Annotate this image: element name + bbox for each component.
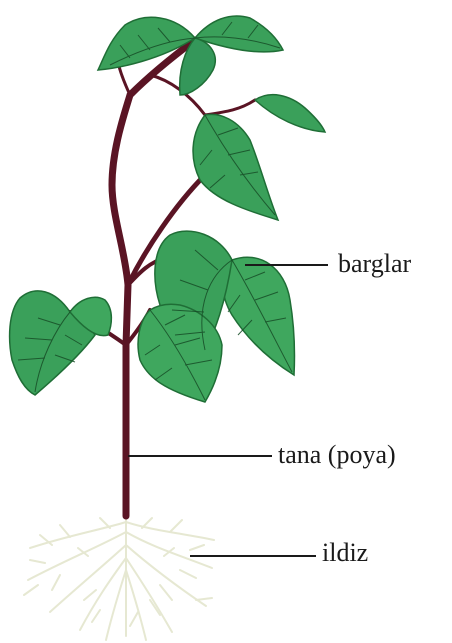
leaf-right-small [255,95,325,132]
leaf-top-left [98,17,195,70]
label-leaves: barglar [338,251,411,277]
leaf-middle-right [193,114,278,220]
label-root: ildiz [322,540,368,566]
root-system [24,515,214,640]
label-stem: tana (poya) [278,442,396,468]
